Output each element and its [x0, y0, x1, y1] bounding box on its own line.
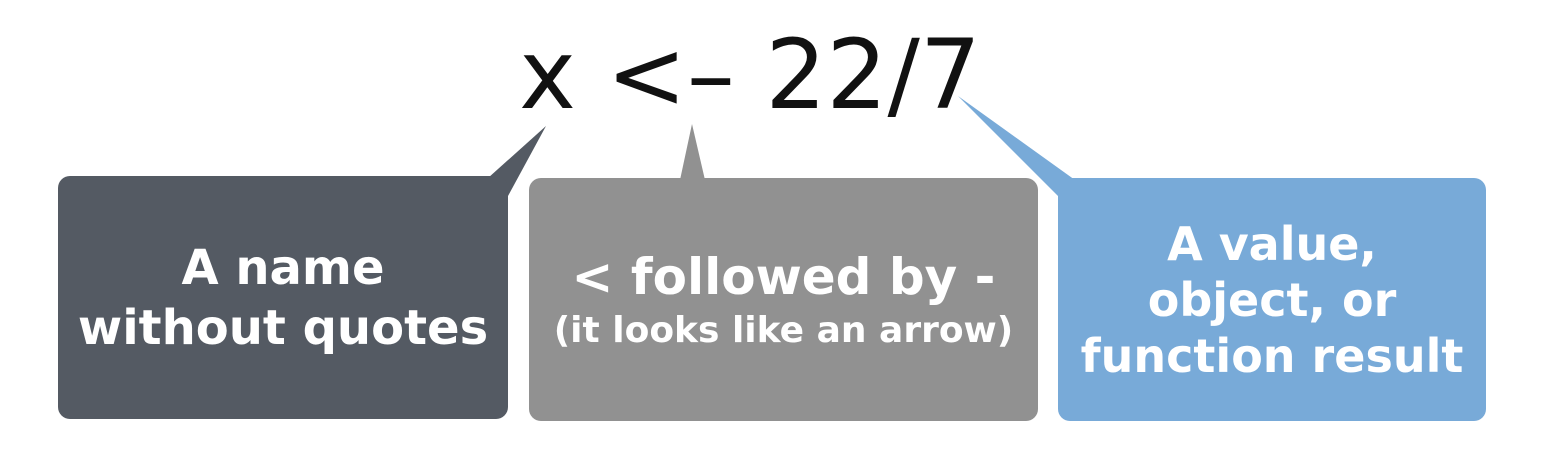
- callout-name-line: A name: [181, 239, 385, 296]
- callout-arrow-shape: [529, 124, 1038, 421]
- callout-arrow-main: < followed by -: [571, 247, 996, 306]
- callout-arrow-pointer: [680, 124, 705, 180]
- callout-arrow-box: [529, 178, 1038, 421]
- callout-name-box: [58, 176, 508, 419]
- callout-value-text: A value, object, or function result: [1058, 178, 1486, 421]
- callout-value-line: function result: [1080, 328, 1464, 383]
- callout-value-line: object, or: [1147, 272, 1397, 327]
- callout-value-line: A value,: [1167, 216, 1377, 271]
- callout-arrow-sub: (it looks like an arrow): [553, 309, 1014, 351]
- assignment-code: x <– 22/7: [519, 19, 981, 131]
- callout-arrow-text: < followed by - (it looks like an arrow): [529, 178, 1038, 421]
- callout-value-pointer: [958, 96, 1075, 198]
- callout-name-line: without quotes: [77, 299, 489, 356]
- callout-value-box: [1058, 178, 1486, 421]
- callout-name-text: A name without quotes: [58, 176, 508, 419]
- callout-value-shape: [958, 96, 1486, 421]
- callout-name-shape: [58, 126, 546, 419]
